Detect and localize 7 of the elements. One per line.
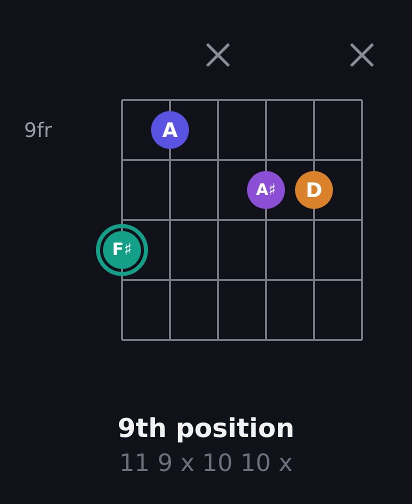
fret-numbers-caption: 11 9 x 10 10 x bbox=[119, 448, 293, 478]
note-name: A bbox=[162, 120, 178, 140]
note-name: F♯ bbox=[112, 242, 132, 258]
chart-title: 9th position bbox=[118, 413, 294, 446]
note-name: D bbox=[306, 180, 322, 200]
note-name: A♯ bbox=[256, 182, 276, 198]
fret-number-label: 9fr bbox=[24, 117, 52, 143]
